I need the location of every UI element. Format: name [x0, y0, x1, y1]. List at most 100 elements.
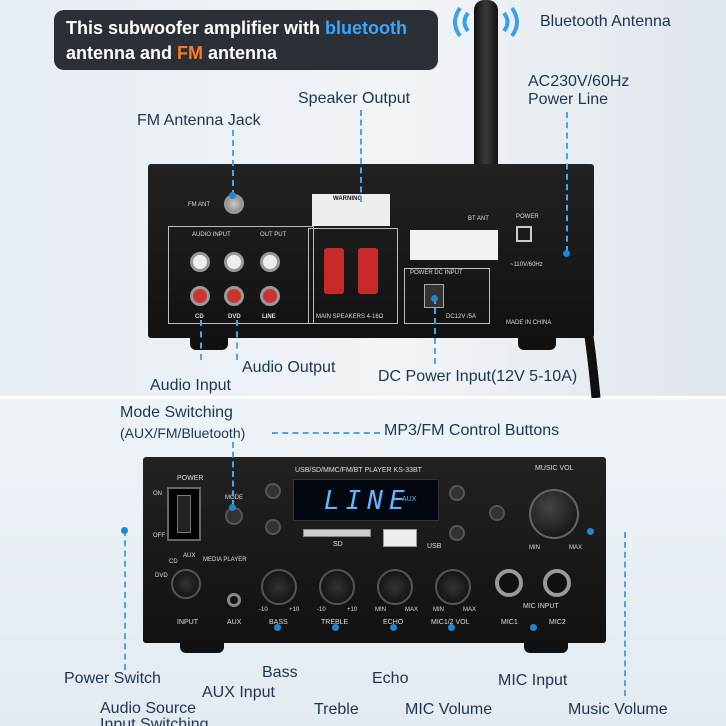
amplifier-back-panel: FM ANT AUDIO INPUT OUT PUT CD DVD LINE W…: [148, 164, 594, 338]
label-mp3-fm-buttons: MP3/FM Control Buttons: [384, 422, 560, 439]
label-dc-power-input: DC Power Input(12V 5-10A): [378, 368, 578, 385]
power-inlet: [516, 226, 532, 242]
label-mode-switching: Mode Switching: [120, 404, 233, 421]
label-aux-input: AUX Input: [202, 684, 275, 701]
title-banner: This subwoofer amplifier with bluetooth …: [54, 10, 438, 70]
title-bluetooth-word: bluetooth: [325, 18, 408, 38]
leader-dot-bass: [274, 624, 281, 631]
front-foot-left: [180, 641, 224, 653]
line-label: LINE: [262, 314, 276, 320]
echo-knob[interactable]: [377, 569, 413, 605]
title-line-2-suffix: antenna: [203, 43, 278, 63]
power-switch[interactable]: [167, 487, 201, 541]
label-echo: Echo: [372, 670, 409, 687]
usb-port[interactable]: [383, 529, 417, 547]
power-switch-rocker: [177, 495, 191, 533]
dc-input-frame: [404, 268, 490, 324]
label-treble: Treble: [314, 701, 359, 718]
echo-label: ECHO: [383, 619, 404, 626]
cd-label: CD: [195, 314, 204, 320]
front-foot-right: [524, 641, 568, 653]
back-foot-left: [190, 336, 228, 350]
mic-volume-knob[interactable]: [435, 569, 471, 605]
title-line-1-text: This subwoofer amplifier with: [66, 18, 326, 38]
label-mic-volume: MIC Volume: [405, 701, 493, 718]
title-line-2: antenna and FM antenna: [66, 41, 426, 66]
caution-label: [410, 230, 498, 260]
title-fm-word: FM: [177, 43, 204, 63]
output-header: OUT PUT: [260, 232, 287, 238]
input-selector-knob[interactable]: [171, 569, 201, 599]
section-divider: [0, 396, 726, 399]
prev-button[interactable]: [265, 483, 281, 499]
voltage-label: ~110V/60Hz: [510, 262, 543, 268]
leader-dot-treble: [332, 624, 339, 631]
aux-label: AUX: [227, 619, 242, 626]
treble-knob[interactable]: [319, 569, 355, 605]
lcd-text: LINE: [324, 486, 411, 516]
music-vol-max: MAX: [569, 545, 583, 551]
music-volume-knob[interactable]: [529, 489, 579, 539]
bass-label: BASS: [269, 619, 288, 626]
leader-dot-fm: [229, 192, 236, 199]
next-button[interactable]: [265, 519, 281, 535]
label-mode-switching-sub: (AUX/FM/Bluetooth): [120, 425, 246, 441]
warning-label: WARNING: [333, 196, 362, 202]
label-bluetooth-antenna: Bluetooth Antenna: [540, 13, 671, 30]
leader-dot-echo: [390, 624, 397, 631]
music-vol-min: MIN: [529, 545, 540, 551]
leader-dot-power: [563, 250, 570, 257]
echo-max: MAX: [405, 607, 419, 613]
mic-vol-label: MIC1/2 VOL: [431, 619, 470, 626]
lcd-display: LINE AUX: [293, 479, 439, 521]
treble-minus: -10: [317, 607, 326, 613]
on-label: ON: [153, 491, 162, 497]
mode-label: MODE: [225, 495, 243, 501]
echo-min: MIN: [375, 607, 386, 613]
leader-audio-input: [200, 320, 202, 360]
amplifier-front-panel: POWER ON OFF MODE USB/SD/MMC/FM/BT PLAYE…: [143, 457, 606, 643]
label-power-line-2: Power Line: [528, 91, 609, 108]
label-audio-source: Audio Source: [100, 700, 197, 717]
speaker-terminal-frame: [308, 228, 398, 324]
mp3-button-next[interactable]: [449, 525, 465, 541]
label-audio-output: Audio Output: [242, 359, 336, 376]
audio-input-header: AUDIO INPUT: [192, 232, 231, 238]
leader-audio-output: [236, 320, 238, 360]
rca-red-dvd: [224, 286, 244, 306]
bass-knob[interactable]: [261, 569, 297, 605]
label-bass: Bass: [262, 664, 298, 681]
bt-ant-label: BT ANT: [468, 216, 489, 222]
label-input-switching: Input Switching: [100, 716, 209, 726]
label-audio-input: Audio Input: [150, 377, 231, 394]
mic1-label: MIC1: [501, 619, 518, 626]
fm-ant-label: FM ANT: [188, 202, 210, 208]
player-title: USB/SD/MMC/FM/BT PLAYER KS-33BT: [295, 467, 422, 474]
speaker-terminal-black: [358, 248, 378, 294]
back-foot-right: [518, 336, 556, 350]
leader-power-switch: [124, 530, 126, 670]
treble-label: TREBLE: [321, 619, 349, 626]
mp3-button-play[interactable]: [489, 505, 505, 521]
usb-label: USB: [427, 543, 442, 550]
aux-jack[interactable]: [227, 593, 241, 607]
bass-plus: +10: [289, 607, 300, 613]
bass-minus: -10: [259, 607, 268, 613]
rca-red-cd: [190, 286, 210, 306]
mp3-button-prev[interactable]: [449, 485, 465, 501]
leader-mode: [232, 442, 234, 506]
warning-box: [312, 194, 390, 226]
mic2-jack[interactable]: [543, 569, 571, 597]
leader-dot-mic-volume: [448, 624, 455, 631]
label-power-switch: Power Switch: [64, 670, 161, 687]
leader-speaker-output: [360, 110, 362, 202]
mic-vol-max: MAX: [463, 607, 477, 613]
label-speaker-output: Speaker Output: [298, 90, 411, 107]
title-line-1: This subwoofer amplifier with bluetooth: [66, 16, 426, 41]
leader-dot-mode: [229, 504, 236, 511]
mic1-jack[interactable]: [495, 569, 523, 597]
rca-white-cd: [190, 252, 210, 272]
label-music-volume: Music Volume: [568, 701, 668, 718]
sd-slot[interactable]: [303, 529, 371, 537]
